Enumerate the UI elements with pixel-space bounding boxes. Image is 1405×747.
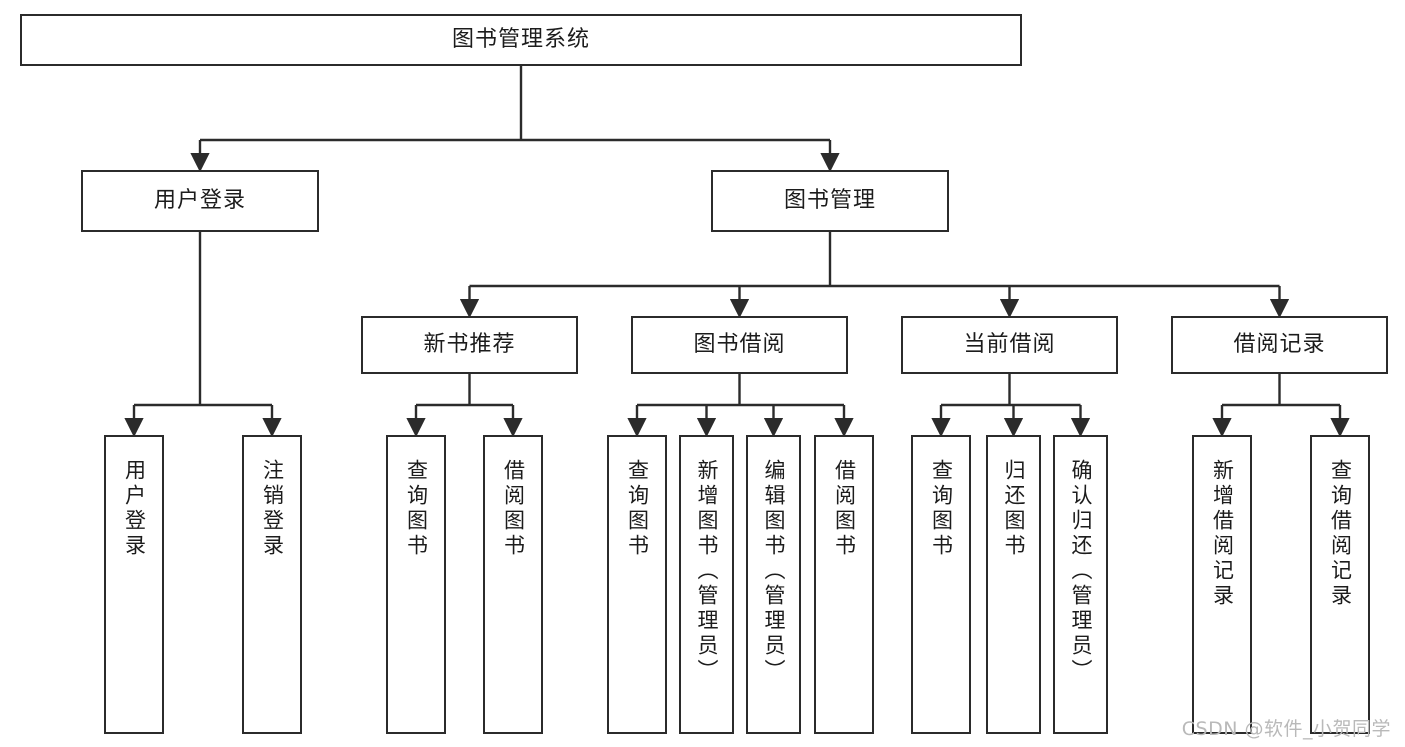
node-user-login[interactable]: 用户登录 — [81, 170, 319, 232]
node-leaf-query-borrow-record[interactable]: 查询借阅记录 — [1310, 435, 1370, 734]
node-leaf-borrow-book-rec[interactable]: 借阅图书 — [483, 435, 543, 734]
node-label: 查询图书 — [404, 459, 429, 559]
node-new-book-recommend[interactable]: 新书推荐 — [361, 316, 578, 374]
node-label: 图书借阅 — [693, 331, 786, 357]
node-book-manage[interactable]: 图书管理 — [711, 170, 949, 232]
node-label: 确认归还（管理员） — [1069, 459, 1093, 684]
node-current-borrow[interactable]: 当前借阅 — [901, 316, 1118, 374]
node-label: 借阅图书 — [501, 459, 526, 559]
node-label: 归还图书 — [1002, 459, 1026, 559]
node-borrow-record[interactable]: 借阅记录 — [1171, 316, 1388, 374]
node-leaf-add-book[interactable]: 新增图书（管理员） — [679, 435, 734, 734]
node-label: 图书管理系统 — [451, 26, 590, 52]
node-label: 新增图书（管理员） — [695, 459, 719, 684]
node-leaf-edit-book[interactable]: 编辑图书（管理员） — [746, 435, 801, 734]
node-label: 借阅记录 — [1233, 331, 1326, 357]
watermark-label: CSDN @软件_小贺同学 — [1181, 718, 1391, 740]
node-leaf-confirm-return[interactable]: 确认归还（管理员） — [1053, 435, 1108, 734]
node-leaf-query-book-current[interactable]: 查询图书 — [911, 435, 971, 734]
node-leaf-add-borrow-record[interactable]: 新增借阅记录 — [1192, 435, 1252, 734]
node-label: 查询图书 — [625, 459, 650, 559]
node-leaf-query-book-borrow[interactable]: 查询图书 — [607, 435, 667, 734]
node-label: 查询借阅记录 — [1328, 459, 1353, 609]
node-book-borrow[interactable]: 图书借阅 — [631, 316, 848, 374]
node-label: 用户登录 — [153, 187, 246, 213]
node-root[interactable]: 图书管理系统 — [20, 14, 1022, 66]
node-label: 图书管理 — [783, 187, 876, 213]
node-label: 新增借阅记录 — [1210, 459, 1235, 609]
node-label: 新书推荐 — [423, 331, 516, 357]
node-leaf-borrow-book[interactable]: 借阅图书 — [814, 435, 874, 734]
node-label: 用户登录 — [122, 459, 147, 559]
node-label: 编辑图书（管理员） — [762, 459, 786, 684]
node-leaf-logout[interactable]: 注销登录 — [242, 435, 302, 734]
node-label: 查询图书 — [929, 459, 954, 559]
node-label: 当前借阅 — [963, 331, 1056, 357]
node-leaf-return-book[interactable]: 归还图书 — [986, 435, 1041, 734]
node-leaf-user-login[interactable]: 用户登录 — [104, 435, 164, 734]
node-label: 借阅图书 — [832, 459, 857, 559]
node-label: 注销登录 — [260, 459, 285, 559]
node-leaf-query-book-rec[interactable]: 查询图书 — [386, 435, 446, 734]
